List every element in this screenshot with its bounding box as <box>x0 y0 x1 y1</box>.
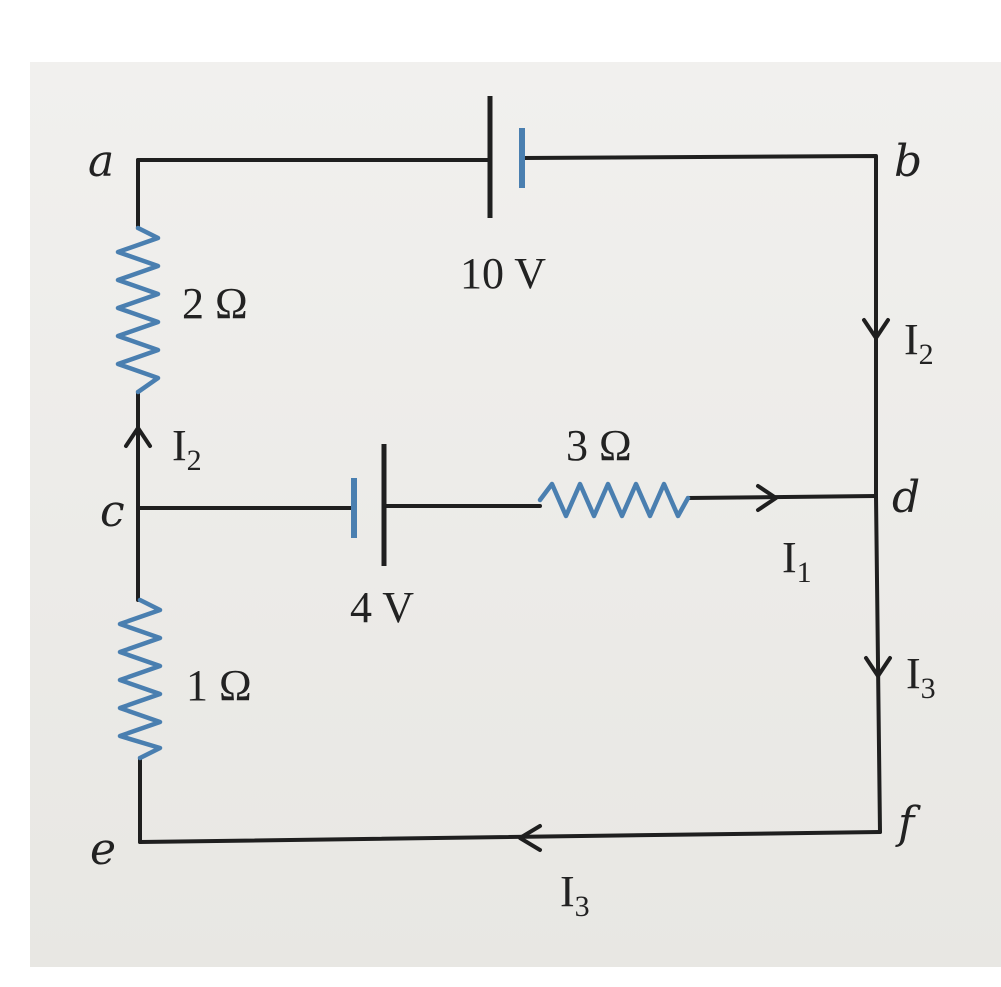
label-current-i3-bottom: I3 <box>560 867 590 923</box>
arrow-i3-down-right <box>864 656 892 678</box>
label-current-i2-left: I2 <box>172 421 202 477</box>
label-battery-4v: 4 V <box>350 583 414 632</box>
wire-resistor-3-to-d <box>686 494 878 500</box>
wire-f-to-e <box>138 830 882 844</box>
label-battery-10v: 10 V <box>460 249 546 298</box>
label-current-i1: I1 <box>782 533 812 589</box>
wire-a-to-battery <box>136 158 490 164</box>
paper-background <box>30 62 1001 967</box>
node-label-e: e <box>90 824 116 875</box>
node-label-d: d <box>892 472 920 523</box>
wire-d-to-f <box>874 494 882 834</box>
arrow-i3-left-bottom <box>518 824 542 852</box>
wire-battery-to-b <box>521 154 878 500</box>
label-current-i2-right: I2 <box>904 315 934 371</box>
resistor-1-ohm <box>117 597 163 761</box>
label-resistor-1-ohm: 1 Ω <box>186 661 252 710</box>
resistor-2-ohm <box>115 225 161 395</box>
label-resistor-3-ohm: 3 Ω <box>566 421 632 470</box>
node-label-f: f <box>895 798 921 849</box>
node-label-c: c <box>100 486 125 537</box>
arrow-i1-right <box>756 484 778 512</box>
node-label-a: a <box>88 136 114 187</box>
arrow-i2-up-left <box>124 426 152 448</box>
label-current-i3-right: I3 <box>906 649 936 705</box>
label-resistor-2-ohm: 2 Ω <box>182 279 248 328</box>
resistor-3-ohm <box>537 481 691 519</box>
arrow-i2-down-right <box>862 318 890 340</box>
node-label-b: b <box>894 136 922 187</box>
